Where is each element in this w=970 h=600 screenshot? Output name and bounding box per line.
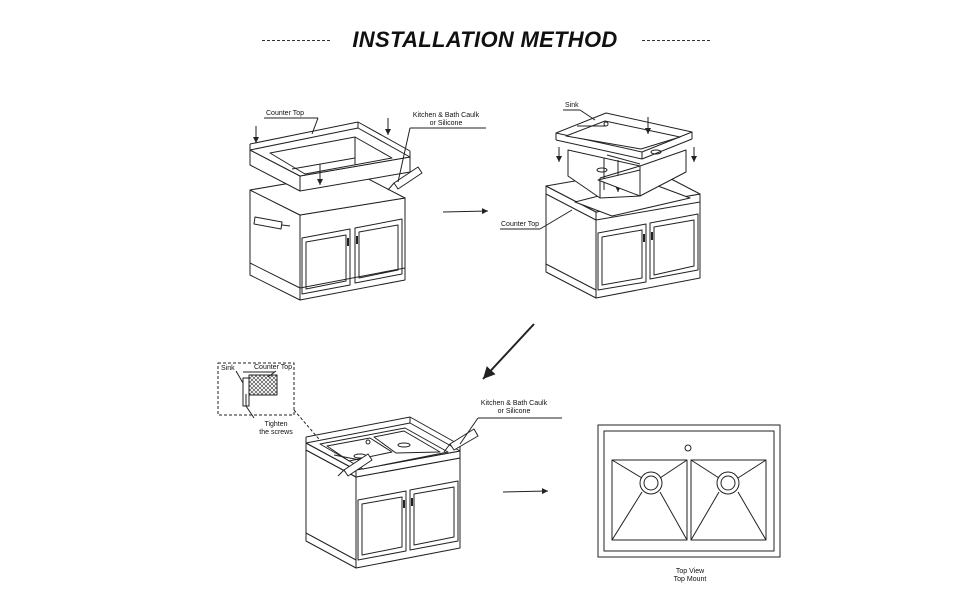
step2-arrows (556, 147, 697, 162)
title-dash-left (262, 40, 330, 41)
step4-caption-line1: Top View (675, 568, 705, 575)
step1-countertop-label: Counter Top (266, 110, 305, 117)
step2-sink-label: Sink (565, 102, 579, 109)
step3-caulk-tubes (338, 429, 478, 476)
step3-cabinet (306, 417, 460, 568)
step1-caulk-label-line1: Kitchen & Bath Caulk (412, 112, 480, 119)
step2-cabinet (546, 168, 700, 298)
step1-cabinet (250, 172, 405, 300)
step2-sink (556, 113, 692, 198)
step1-arrows (253, 118, 391, 143)
arrow-step2-to-step3 (483, 324, 534, 379)
step3-inset (218, 363, 294, 418)
step3-leaders (460, 418, 562, 444)
diagram-title: INSTALLATION METHOD (352, 27, 618, 52)
step2-leaders (500, 110, 595, 229)
step4-top-view (598, 425, 780, 557)
step1-caulk-tubes (254, 167, 422, 229)
step3-screws-label-line1: Tighten (264, 421, 288, 428)
step1-leaders (264, 118, 486, 182)
arrow-step1-to-step2 (443, 208, 488, 215)
step3-inset-sink-label: Sink (221, 365, 235, 372)
step3-caulk-label-line2: or Silicone (497, 408, 531, 415)
title-dash-right (642, 40, 710, 41)
step3-screws-label-line2: the screws (259, 429, 293, 436)
step1-caulk-label-line2: or Silicone (429, 120, 463, 127)
step3-inset-countertop-label: Counter Top (254, 364, 293, 371)
step3-caulk-label-line1: Kitchen & Bath Caulk (480, 400, 548, 407)
step2-countertop-label: Counter Top (501, 221, 540, 228)
step4-caption-line2: Top Mount (673, 576, 707, 583)
arrow-step3-to-step4 (503, 488, 548, 495)
step1-countertop-frame (250, 122, 410, 191)
